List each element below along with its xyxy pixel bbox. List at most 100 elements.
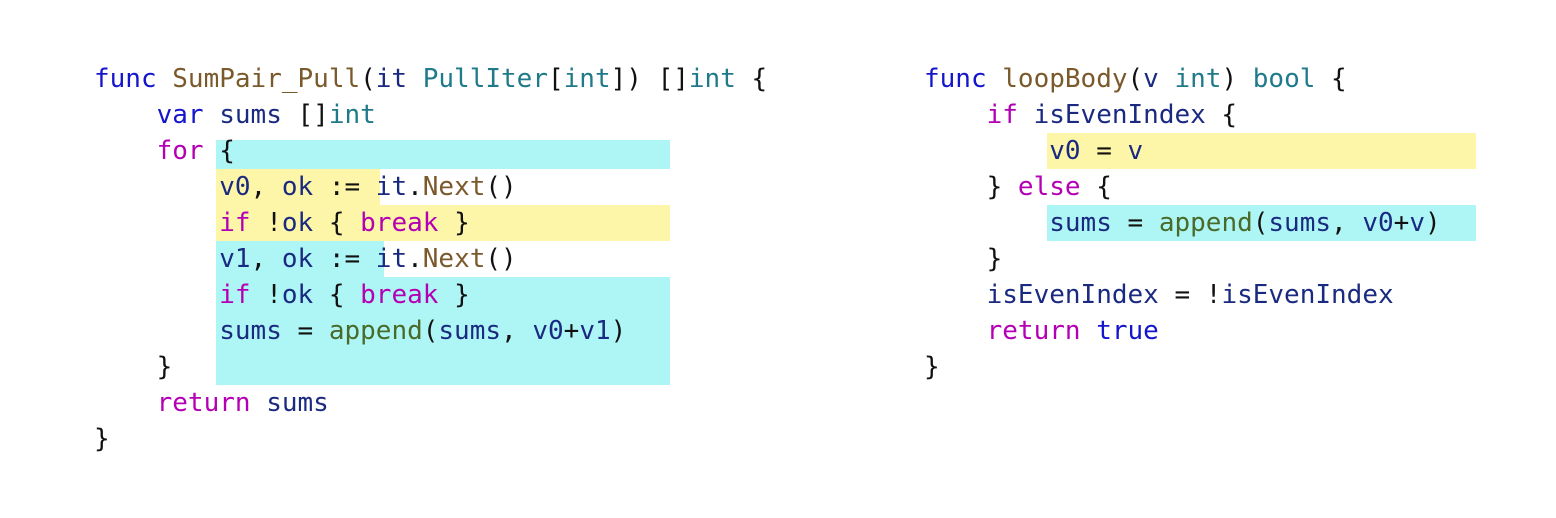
- code-line: func SumPair_Pull(it PullIter[int]) []in…: [94, 61, 767, 97]
- code-token: [407, 64, 423, 94]
- code-token: func: [94, 64, 157, 94]
- code-line: sums = append(sums, v0+v): [924, 205, 1441, 241]
- code-token: {: [735, 64, 768, 94]
- code-token: Next: [422, 172, 486, 202]
- code-token: return: [986, 316, 1081, 346]
- code-token: [924, 100, 987, 130]
- code-token: {: [1080, 172, 1112, 202]
- code-token: }: [438, 208, 470, 238]
- highlight-for-open: [216, 140, 670, 169]
- code-line: isEvenIndex = !isEvenIndex: [924, 277, 1441, 313]
- code-token: v0: [1362, 208, 1394, 238]
- code-token: [: [547, 64, 564, 94]
- code-token: return: [156, 388, 251, 418]
- code-token: ok: [281, 280, 314, 310]
- code-token: isEvenIndex: [1221, 280, 1394, 310]
- code-token: func: [924, 64, 987, 94]
- code-token: ok: [281, 208, 314, 238]
- code-token: int: [1174, 64, 1222, 94]
- code-token: v0: [1049, 136, 1081, 166]
- code-token: SumPair_Pull: [172, 64, 361, 94]
- code-token: []: [281, 100, 329, 130]
- highlight-v0-set: [1047, 133, 1476, 169]
- code-token: append: [328, 316, 423, 346]
- code-line: v0, ok := it.Next(): [94, 169, 767, 205]
- code-token: if: [219, 280, 251, 310]
- code-token: ,: [250, 172, 282, 202]
- code-token: ,: [1331, 208, 1363, 238]
- code-token: sums: [438, 316, 502, 346]
- code-token: v1: [579, 316, 611, 346]
- code-token: [157, 64, 173, 94]
- code-token: loopBody: [1002, 64, 1128, 94]
- code-token: [924, 316, 987, 346]
- code-token: ,: [250, 244, 282, 274]
- code-token: v1: [219, 244, 251, 274]
- code-token: int: [328, 100, 376, 130]
- code-token: }: [94, 352, 173, 382]
- code-token: [204, 100, 220, 130]
- code-token: v: [1143, 64, 1159, 94]
- code-token: = !: [1158, 280, 1222, 310]
- code-token: ): [1424, 208, 1441, 238]
- highlight-v0-assign: [216, 169, 380, 205]
- code-line: }: [924, 349, 1441, 385]
- code-token: [1081, 316, 1097, 346]
- code-token: if: [219, 208, 251, 238]
- sumpair-pull-code-block: func SumPair_Pull(it PullIter[int]) []in…: [94, 61, 767, 457]
- code-token: }: [924, 172, 1018, 202]
- code-token: [1159, 64, 1175, 94]
- code-line: if !ok { break }: [94, 277, 767, 313]
- code-token: :=: [313, 172, 376, 202]
- code-token: !: [250, 280, 282, 310]
- code-line: }: [94, 421, 767, 457]
- code-token: [251, 388, 267, 418]
- code-line: }: [94, 349, 767, 385]
- code-token: it: [375, 172, 408, 202]
- code-token: ,: [501, 316, 533, 346]
- code-token: }: [438, 280, 470, 310]
- code-token: isEvenIndex: [1033, 100, 1206, 130]
- code-token: sums: [219, 100, 282, 130]
- code-token: [1018, 100, 1034, 130]
- highlight-loop-tail: [216, 277, 670, 385]
- code-token: =: [1111, 208, 1159, 238]
- code-token: true: [1096, 316, 1159, 346]
- code-token: sums: [1049, 208, 1112, 238]
- code-token: ): [610, 316, 627, 346]
- code-token: (: [360, 64, 376, 94]
- code-token: (): [485, 172, 517, 202]
- code-token: [924, 208, 1049, 238]
- code-token: [94, 316, 219, 346]
- code-token: [94, 172, 219, 202]
- code-token: [94, 388, 157, 418]
- code-token: {: [1315, 64, 1347, 94]
- code-token: [94, 244, 219, 274]
- code-token: .: [407, 172, 423, 202]
- code-token: +: [563, 316, 580, 346]
- code-token: it: [375, 64, 408, 94]
- code-line: v0 = v: [924, 133, 1441, 169]
- code-token: ): [1221, 64, 1253, 94]
- code-token: int: [688, 64, 736, 94]
- code-token: var: [156, 100, 204, 130]
- code-token: isEvenIndex: [986, 280, 1159, 310]
- code-token: bool: [1252, 64, 1316, 94]
- code-token: else: [1017, 172, 1081, 202]
- code-token: =: [1080, 136, 1128, 166]
- code-line: return sums: [94, 385, 767, 421]
- code-line: v1, ok := it.Next(): [94, 241, 767, 277]
- code-token: PullIter: [422, 64, 548, 94]
- code-token: !: [250, 208, 282, 238]
- code-token: (: [1252, 208, 1269, 238]
- code-line: if isEvenIndex {: [924, 97, 1441, 133]
- code-token: v: [1127, 136, 1144, 166]
- code-token: (: [1127, 64, 1144, 94]
- code-token: int: [563, 64, 611, 94]
- code-line: var sums []int: [94, 97, 767, 133]
- code-token: (): [485, 244, 517, 274]
- code-token: +: [1393, 208, 1410, 238]
- code-line: sums = append(sums, v0+v1): [94, 313, 767, 349]
- code-token: sums: [266, 388, 329, 418]
- highlight-v1-assign: [216, 241, 384, 277]
